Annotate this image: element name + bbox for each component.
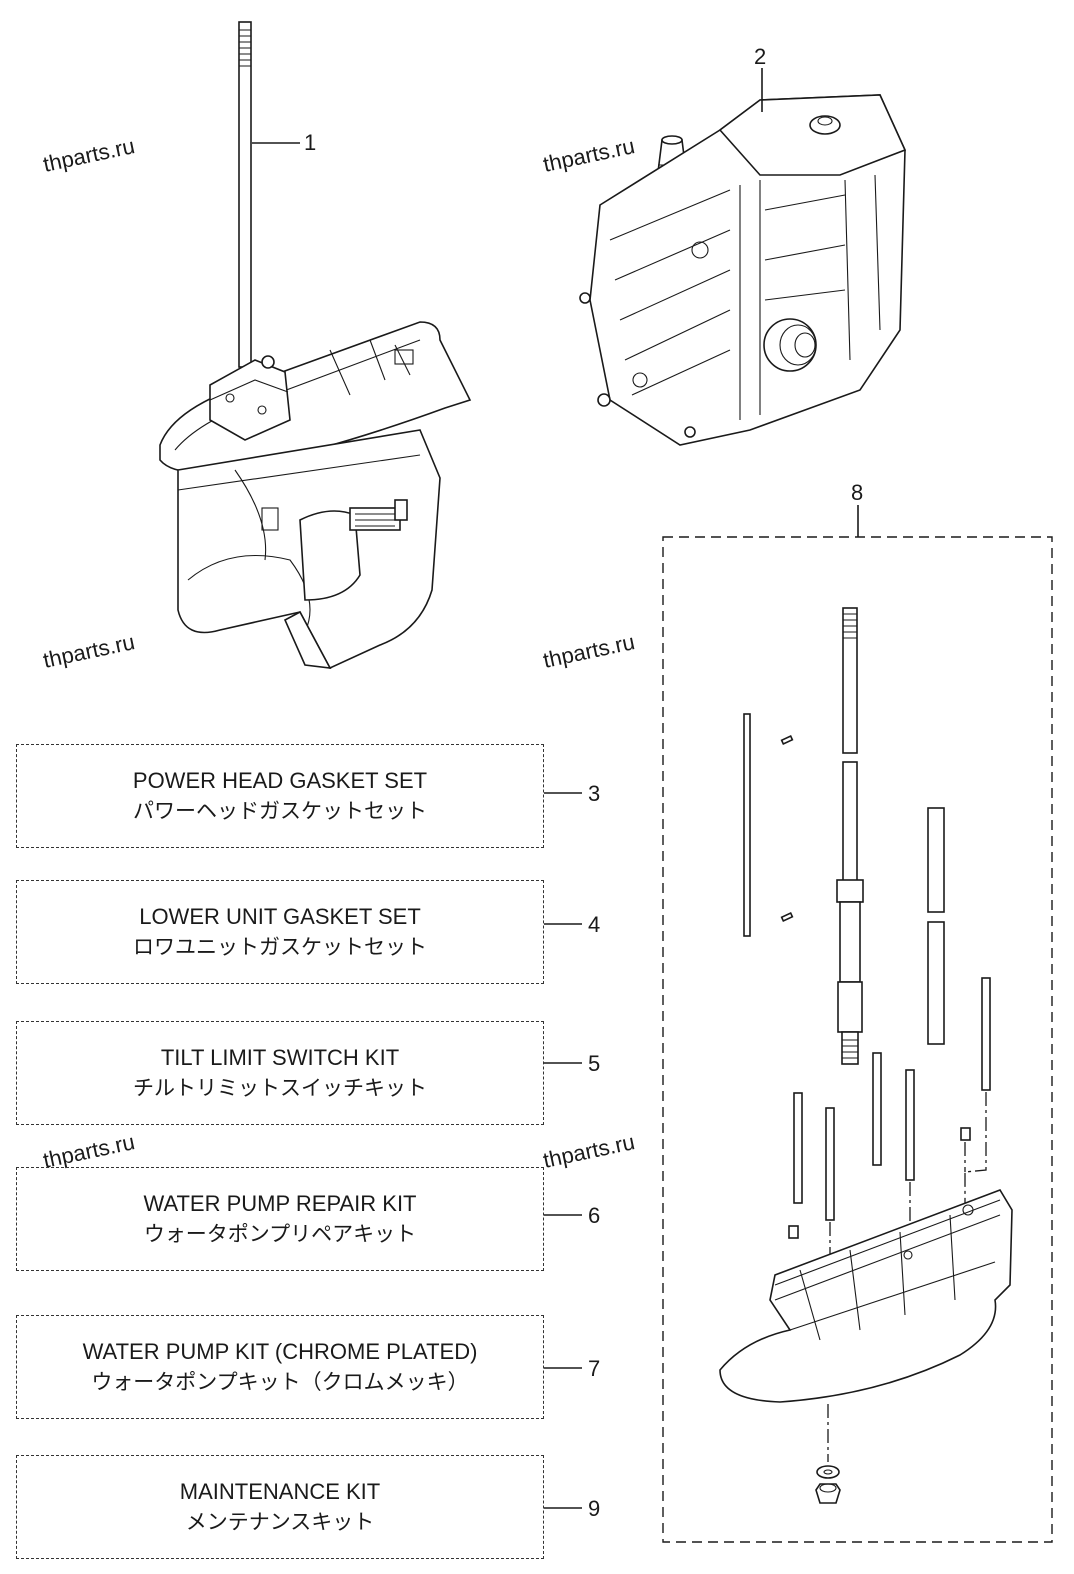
callout-1: 1 [304, 130, 316, 155]
kit-name-en: MAINTENANCE KIT [179, 1479, 381, 1504]
kit-name-ja: チルトリミットスイッチキット [133, 1076, 427, 1100]
lower-unit-illustration [159, 21, 472, 670]
callout-4: 4 [588, 912, 600, 937]
watermark: thparts.ru [41, 629, 137, 673]
kit-box-water-pump-kit-chrome-plated: WATER PUMP KIT (CHROME PLATED) ウォータポンプキッ… [16, 1315, 544, 1419]
kit-name-ja: メンテナンスキット [185, 1510, 375, 1534]
kit-leader-lines [544, 792, 582, 1509]
gear-case-kit-group [662, 505, 1053, 1543]
kit-name-en: WATER PUMP REPAIR KIT [143, 1191, 417, 1216]
callout-8: 8 [851, 480, 863, 505]
kit-name-en: LOWER UNIT GASKET SET [139, 904, 421, 929]
callout-7: 7 [588, 1356, 600, 1381]
watermark: thparts.ru [541, 629, 637, 673]
kit-name-en: TILT LIMIT SWITCH KIT [160, 1045, 400, 1070]
watermark: thparts.ru [541, 1129, 637, 1173]
kit-box-tilt-limit-switch-kit: TILT LIMIT SWITCH KIT チルトリミットスイッチキット [16, 1021, 544, 1125]
callout-6: 6 [588, 1203, 600, 1228]
kit-box-maintenance-kit: MAINTENANCE KIT メンテナンスキット [16, 1455, 544, 1559]
kit-name-en: POWER HEAD GASKET SET [132, 768, 428, 793]
kit-box-power-head-gasket-set: POWER HEAD GASKET SET パワーヘッドガスケットセット [16, 744, 544, 848]
kit-name-ja: ウォータポンプキット（クロムメッキ） [91, 1370, 469, 1394]
power-head-illustration [579, 68, 907, 446]
callout-5: 5 [588, 1051, 600, 1076]
kit-name-ja: ロワユニットガスケットセット [133, 935, 427, 959]
kit-name-ja: パワーヘッドガスケットセット [133, 799, 427, 823]
kit-name-en: WATER PUMP KIT (CHROME PLATED) [82, 1339, 478, 1364]
kit-box-lower-unit-gasket-set: LOWER UNIT GASKET SET ロワユニットガスケットセット [16, 880, 544, 984]
callout-2: 2 [754, 44, 766, 69]
callout-3: 3 [588, 781, 600, 806]
watermark: thparts.ru [41, 133, 137, 177]
kit-box-water-pump-repair-kit: WATER PUMP REPAIR KIT ウォータポンプリペアキット [16, 1167, 544, 1271]
kit-name-ja: ウォータポンプリペアキット [143, 1222, 417, 1246]
watermark: thparts.ru [541, 133, 637, 177]
callout-9: 9 [588, 1496, 600, 1521]
